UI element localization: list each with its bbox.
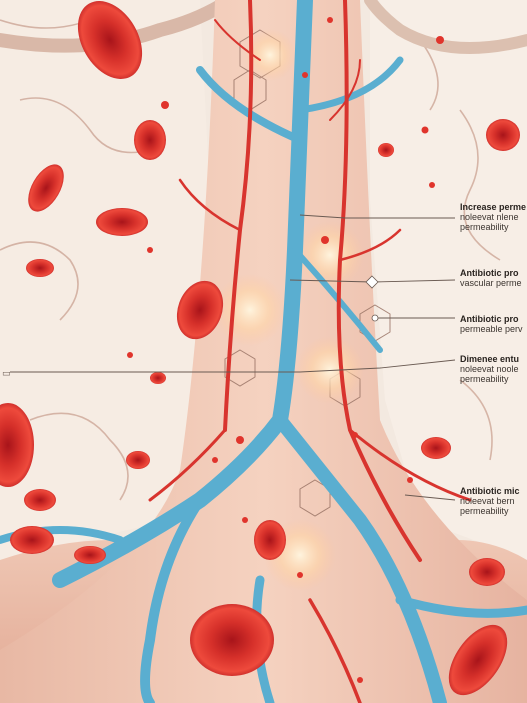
callout-label-3: Antibiotic pro permeable perv xyxy=(460,314,523,334)
red-blood-cell xyxy=(28,164,64,212)
tissue-branch-top-right xyxy=(364,0,527,54)
red-blood-cell xyxy=(26,259,54,277)
left-marker: ▭ xyxy=(2,369,11,379)
red-blood-cell xyxy=(126,451,150,469)
red-blood-cell xyxy=(24,489,56,511)
callout-label-1: Increase perme noleevat nlene permeabili… xyxy=(460,202,527,232)
background-capillaries xyxy=(0,9,501,501)
tissue-branch-top-left xyxy=(0,0,237,53)
callout-anchor-markers xyxy=(365,275,379,322)
red-blood-cell xyxy=(190,604,274,676)
red-blood-cell xyxy=(77,1,143,79)
red-blood-cell xyxy=(96,208,148,236)
red-blood-cell xyxy=(0,403,34,487)
red-blood-cell xyxy=(448,624,508,696)
callout-label-4: Dimenee entu noleevat noole permeability xyxy=(460,354,520,384)
red-blood-cell xyxy=(254,520,286,560)
callout-leaders xyxy=(10,214,456,501)
red-blood-cell xyxy=(378,143,394,157)
red-blood-cell xyxy=(421,437,451,459)
red-blood-cell xyxy=(150,372,166,384)
red-blood-cell xyxy=(134,120,166,160)
red-particles xyxy=(127,17,444,683)
red-blood-cell xyxy=(486,119,520,151)
callout-label-5: Antibiotic mic noleevat bern permeabilit… xyxy=(460,486,520,516)
arteries xyxy=(148,0,472,703)
red-blood-cell xyxy=(469,558,505,586)
red-blood-cell xyxy=(74,546,106,564)
red-blood-cell xyxy=(176,280,224,340)
red-blood-cell xyxy=(10,526,54,554)
callout-label-2: Antibiotic pro vascular perme xyxy=(460,268,522,288)
